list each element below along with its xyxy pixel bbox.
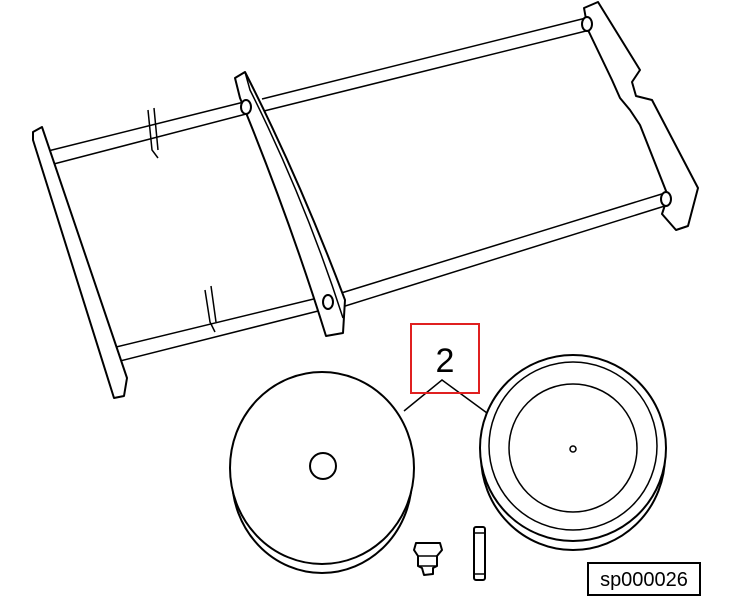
diaphragm-left (229, 371, 415, 574)
reference-box (587, 562, 701, 596)
plug-fitting (413, 542, 443, 576)
center-hole (569, 445, 577, 453)
bottom-rod (111, 192, 669, 363)
diaphragm-right (479, 354, 667, 551)
right-end-plate (583, 1, 699, 231)
left-end-plate (32, 126, 128, 399)
top-rod (43, 17, 591, 167)
callout-number: 2 (436, 342, 455, 380)
callout-highlight-box (410, 323, 480, 394)
clip (147, 107, 159, 159)
rack-frame (32, 1, 699, 399)
pin (473, 526, 486, 581)
callout-leader (403, 379, 488, 414)
middle-plate (234, 71, 346, 337)
clip (204, 285, 217, 333)
center-hole (309, 452, 337, 480)
reference-code: sp000026 (600, 569, 688, 591)
